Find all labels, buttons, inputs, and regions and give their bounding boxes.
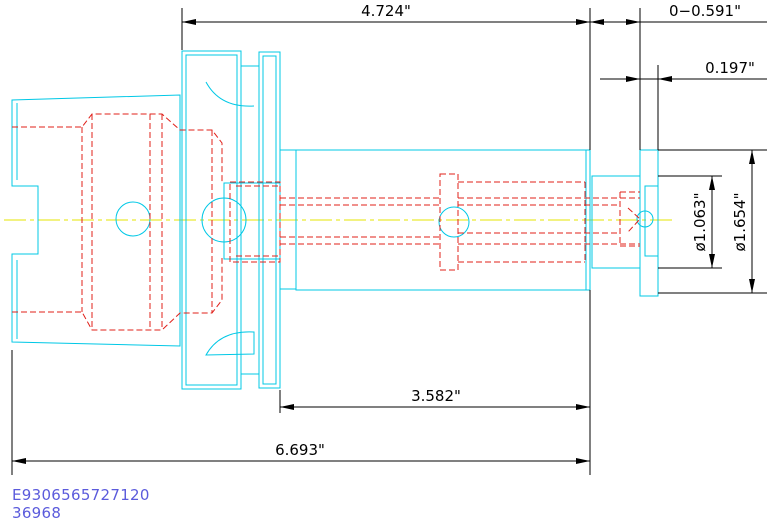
- part-number: 36968: [12, 504, 62, 522]
- dimension-arrows: [12, 19, 755, 464]
- holder-outline: [11, 50, 659, 390]
- dim-0197-label: 0.197": [705, 59, 755, 77]
- dim-6693-label: 6.693": [275, 441, 325, 459]
- dimension-lines: [11, 8, 767, 475]
- dim-0-0591-label: 0−0.591": [669, 2, 741, 20]
- dim-dia-1654-label: ø1.654": [731, 192, 749, 251]
- dim-3582-label: 3.582": [411, 387, 461, 405]
- dim-dia-1063-label: ø1.063": [691, 192, 709, 251]
- hidden-lines: [12, 113, 641, 331]
- dim-4724-label: 4.724": [361, 2, 411, 20]
- part-code: E9306565727120: [12, 486, 150, 504]
